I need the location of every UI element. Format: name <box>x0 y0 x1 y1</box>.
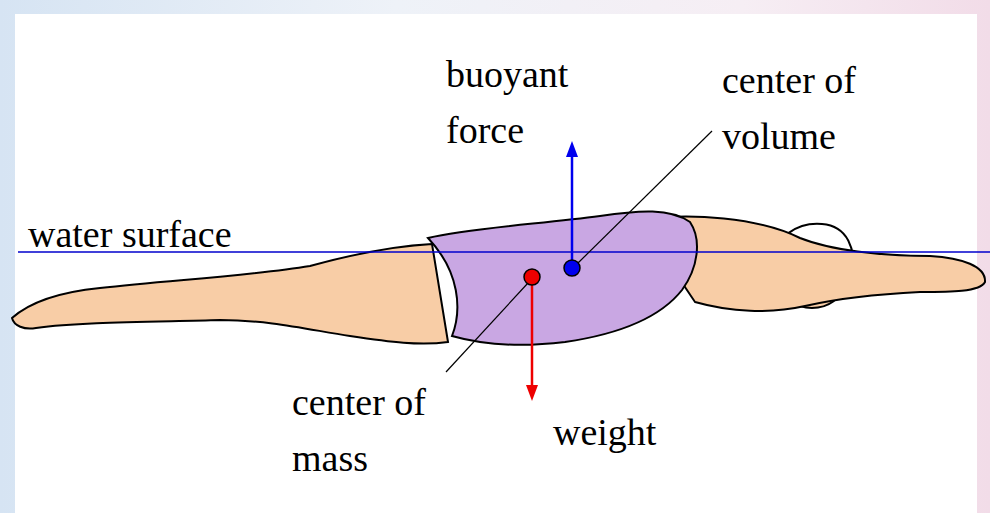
center-of-volume-dot <box>564 260 580 276</box>
leader-line <box>578 131 712 263</box>
force-label: buoyant force <box>446 46 606 158</box>
weight-label: weight <box>553 404 693 460</box>
leader-line <box>446 283 528 372</box>
buoyant-arrow <box>571 154 574 268</box>
mass-label: center of mass <box>292 374 482 486</box>
legs <box>12 244 448 344</box>
swimsuit <box>428 211 697 344</box>
arrowhead <box>566 141 578 157</box>
center-of-mass-dot <box>524 269 540 285</box>
weight-arrow <box>531 277 534 388</box>
volume-label: center of volume <box>722 52 912 164</box>
arrowhead <box>526 385 538 401</box>
water-label: water surface <box>28 206 328 262</box>
